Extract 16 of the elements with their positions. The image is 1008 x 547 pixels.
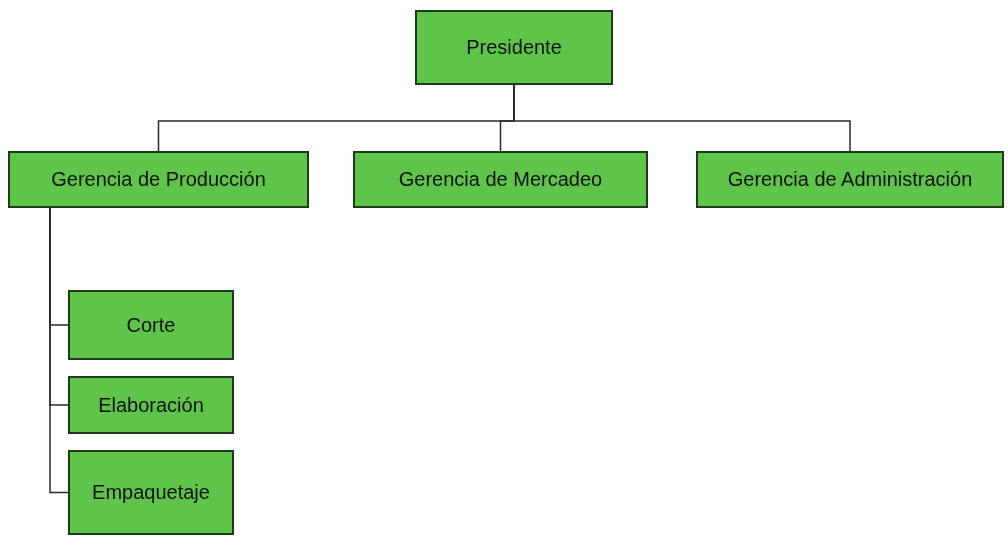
box-label: Gerencia de Producción — [51, 167, 266, 192]
box-label: Corte — [126, 312, 176, 338]
box-label: Elaboración — [98, 392, 204, 418]
org-box — [415, 10, 613, 85]
connector-line — [49, 207, 69, 494]
org-box — [696, 151, 1004, 208]
org-box — [68, 290, 234, 360]
connector-line — [513, 84, 851, 152]
org-box — [68, 376, 234, 434]
box-label: Empaquetaje — [92, 480, 210, 505]
org-box — [8, 151, 309, 208]
org-box — [353, 151, 648, 208]
box-label: Gerencia de Administración — [727, 167, 973, 192]
box-label: Gerencia de Mercadeo — [398, 167, 603, 192]
org-box — [68, 450, 234, 535]
box-label: Presidente — [466, 35, 562, 60]
